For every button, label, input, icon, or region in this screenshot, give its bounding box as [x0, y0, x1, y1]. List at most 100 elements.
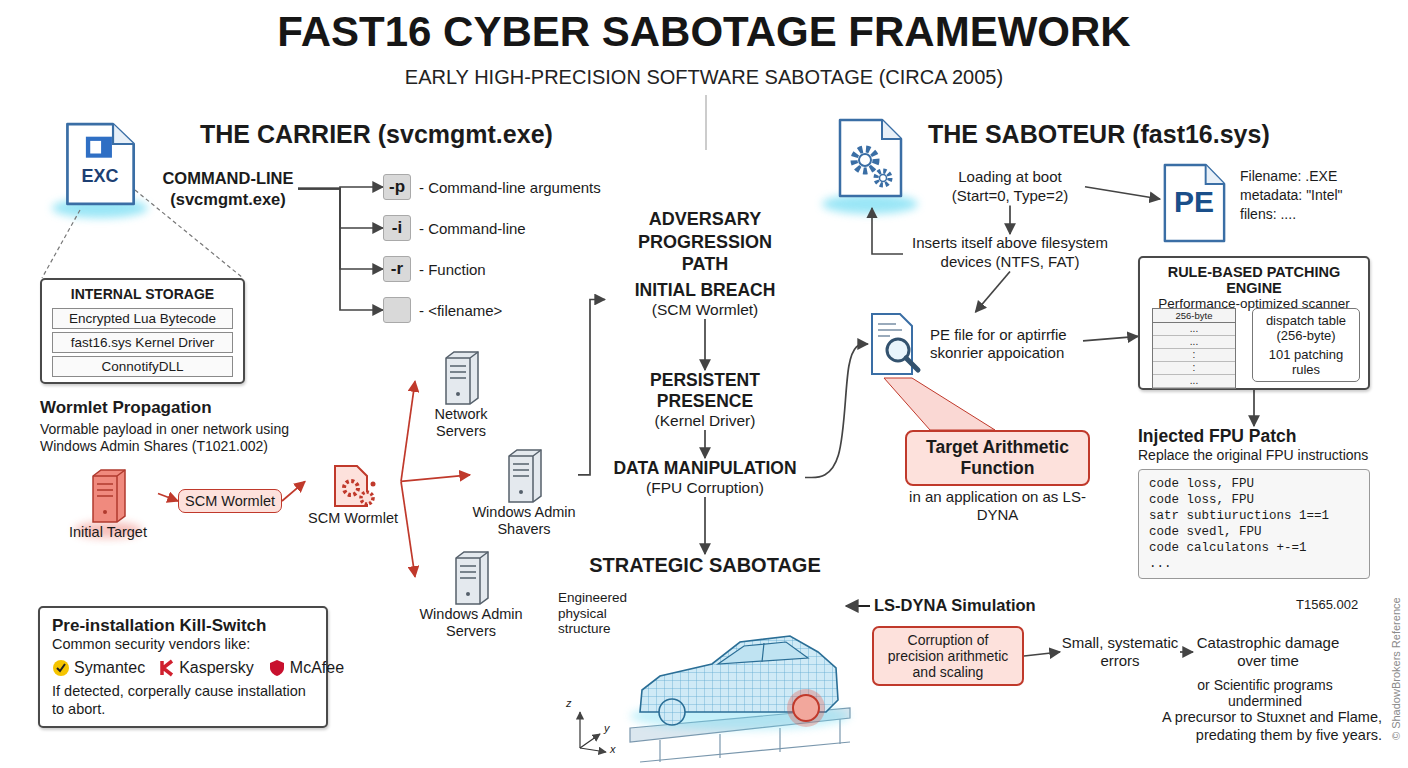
effect-text: Catastrophic damage over time — [1193, 634, 1343, 670]
axes — [580, 712, 606, 752]
car-mesh — [630, 636, 850, 730]
graphic-part — [854, 149, 876, 171]
vendor-logo — [268, 659, 286, 677]
gear-file-icon — [840, 120, 901, 196]
callout-label: LS-DYNA Simulation — [874, 596, 1036, 615]
stage-step: DATA MANIPULATION(FPU Corruption) — [605, 458, 805, 497]
node-text: Symantec — [74, 659, 145, 677]
graphic-part — [62, 122, 138, 206]
connector — [704, 497, 706, 554]
node-text: (FPU Corruption) — [605, 479, 805, 497]
storage-box: INTERNAL STORAGEEncrypted Lua Bytecodefa… — [40, 278, 245, 384]
server-node: Windows Admin Servers — [415, 550, 527, 639]
node-text: satr subtiuructions 1==1 — [1149, 508, 1359, 524]
graphic-part — [456, 392, 460, 396]
axis-label: z — [566, 697, 572, 709]
node-text: Network Servers — [415, 406, 507, 439]
node-text: Injected FPU Patch — [1138, 426, 1370, 447]
node-text: (Kernel Driver) — [605, 412, 805, 430]
vendor-logo — [159, 659, 175, 677]
storage-item: Encrypted Lua Bytecode — [52, 308, 233, 329]
option-row: - <filename> — [383, 297, 613, 323]
graphic-part — [659, 740, 660, 762]
graphic-part — [859, 154, 871, 166]
icon — [470, 448, 578, 504]
node-text: INITIAL BREACH — [605, 280, 805, 301]
node-text: COMMAND-LINE (svcmgmt.exe) — [158, 168, 298, 209]
node-text: -p — [383, 174, 411, 200]
process-text: Inserts itself above filesystem devices … — [905, 234, 1115, 272]
node-text: Encrypted Lua Bytecode — [53, 311, 232, 326]
graphic-part — [878, 329, 902, 331]
graphic-part — [580, 748, 606, 752]
option-row: -i- Command-line — [383, 215, 613, 241]
node-text: Small, systematic errors — [1060, 634, 1180, 670]
node-text: Pre-installation Kill-Switch — [52, 616, 314, 636]
graphic-part — [640, 742, 850, 762]
connector — [1009, 206, 1011, 235]
connector — [1085, 187, 1160, 199]
node-text: - <filename> — [419, 302, 502, 319]
node-text: Replace the original FPU instructions — [1138, 447, 1370, 463]
stage-step: PERSISTENT PRESENCE(Kernel Driver) — [605, 370, 805, 430]
metadata-note: Filename: .EXE — [1240, 168, 1337, 184]
graphic-part — [793, 695, 819, 721]
wormlet-box: SCM Wormlet — [178, 489, 282, 513]
note: or Scientific programs undermined — [1160, 677, 1370, 709]
node-text: - Command-line arguments — [419, 179, 601, 196]
node-text: ... — [1153, 375, 1235, 388]
scanner-node: PE file for or aptirrfie skonrier appoic… — [868, 312, 1083, 376]
graphic-part — [87, 468, 129, 524]
server-node: Windows Admin Shavers — [470, 448, 578, 537]
node-text: PE file for or aptirrfie skonrier appoic… — [930, 326, 1083, 362]
graphic-part — [93, 470, 125, 522]
graphic-part — [460, 565, 476, 567]
node-text: EXC — [62, 166, 138, 187]
connector — [298, 189, 383, 310]
section-heading: THE CARRIER (svcmgmt.exe) — [200, 120, 553, 149]
node-text: Windows Admin Servers — [415, 606, 527, 639]
option-chip — [383, 297, 411, 323]
graphic-part — [97, 489, 113, 491]
node-text: : — [1153, 362, 1235, 375]
graphic-part — [270, 660, 284, 676]
vendor-item: McAfee — [268, 659, 344, 677]
node-text: SCM Wormlet — [183, 493, 277, 509]
graphic-part — [762, 643, 764, 662]
node-text: - Command-line — [419, 220, 526, 237]
corruption-box: Corruption of precision arithmetic and s… — [872, 626, 1024, 686]
icon — [62, 122, 138, 206]
section-heading: THE SABOTEUR (fast16.sys) — [928, 120, 1270, 149]
node-text: : — [1153, 349, 1235, 362]
vendor-logo — [52, 659, 70, 677]
node-text: Target Arithmetic Function — [912, 437, 1083, 479]
node-text: ... — [1149, 556, 1359, 572]
stage-step: STRATEGIC SABOTAGE — [585, 554, 825, 577]
patch-box: Injected FPU PatchReplace the original F… — [1138, 426, 1370, 579]
connector — [704, 430, 706, 458]
connector — [282, 481, 305, 501]
graphic-part — [513, 475, 529, 477]
node-text: STRATEGIC SABOTAGE — [585, 554, 825, 577]
node-text: McAfee — [290, 659, 344, 677]
graphic-part — [450, 371, 466, 373]
graphic-part — [839, 719, 840, 744]
pointer-arrow — [846, 605, 870, 607]
target-box: Target Arithmetic Function — [905, 430, 1090, 486]
table: 256-byte......::... — [1152, 308, 1236, 389]
graphic-part — [327, 462, 379, 510]
graphic-part — [519, 490, 523, 494]
node-text: -r — [383, 256, 411, 282]
icon — [305, 462, 401, 510]
node-text: code calculatons +-=1 — [1149, 540, 1359, 556]
graphic-part — [456, 552, 488, 604]
icon — [868, 312, 922, 376]
graphic-part — [42, 210, 80, 278]
axis-label: x — [610, 743, 616, 755]
kill-switch-box: Pre-installation Kill-SwitchCommon secur… — [38, 606, 328, 728]
text-group: code loss, FPUcode loss, FPUsatr subtiur… — [1138, 469, 1370, 579]
node-text: (SCM Wormlet) — [605, 301, 805, 319]
graphic-part — [446, 352, 478, 404]
glow — [52, 194, 918, 538]
wormlet-icon: SCM Wormlet — [305, 462, 401, 527]
